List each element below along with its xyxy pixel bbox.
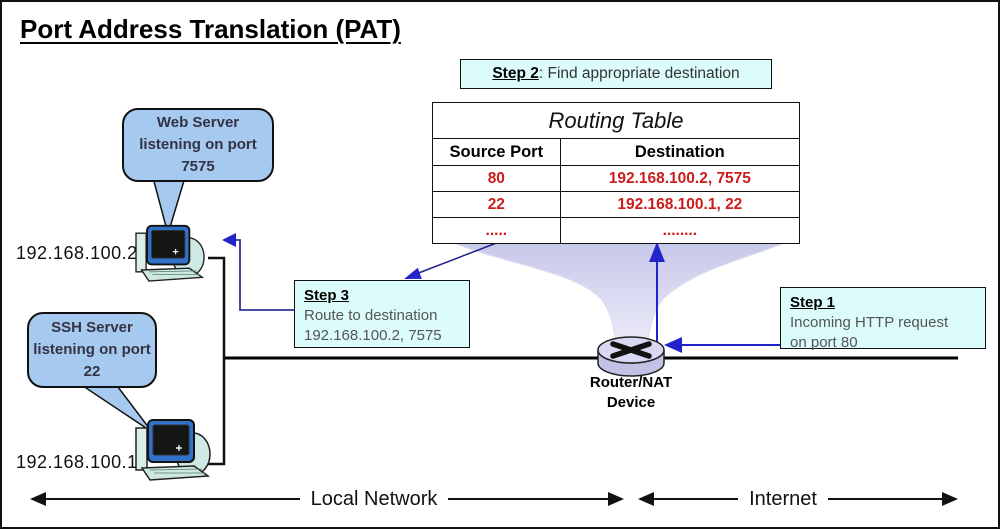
step2-label: Step 2 [492,64,539,82]
computer-icon [135,419,211,481]
nat-funnel-shape [448,240,791,344]
step1-line1: Incoming HTTP request [790,313,949,331]
cell-destination: 192.168.100.1, 22 [559,191,801,218]
col-header-destination: Destination [559,138,801,166]
arrow-router-to-table [649,242,665,346]
routing-table-title: Routing Table [432,102,800,139]
router-label: Router/NAT Device [589,374,673,411]
table-row: 22 192.168.100.1, 22 [432,191,801,218]
cell-source-port: 22 [432,191,561,218]
web-server-callout-text: Web Server listening on port 7575 [139,114,257,175]
ssh-server-callout-text: SSH Server listening on port 22 [33,319,151,380]
step3-label: Step 3 [304,287,350,304]
cell-destination: ........ [559,217,801,244]
step3-line1: Route to destination [304,306,438,324]
arrow-step3-to-host [222,233,294,311]
arrow-step1-to-router [664,337,780,353]
step1-callout: Step 1 Incoming HTTP request on port 80 [780,287,986,351]
routing-table: Routing Table Source Port Destination 80… [432,102,801,244]
arrow-table-to-step3 [404,241,500,279]
host-connector-line [208,256,226,466]
host-ip-label-ssh: 192.168.100.1 [16,452,138,472]
step3-callout: Step 3 Route to destination 192.168.100.… [294,280,470,348]
routing-table-header-row: Source Port Destination [432,138,801,166]
cell-source-port: ..... [432,217,561,244]
cell-destination: 192.168.100.2, 7575 [559,165,801,192]
step1-line2: on port 80 [790,333,858,351]
internet-label: Internet [738,488,828,511]
page-title: Port Address Translation (PAT) [20,14,401,44]
local-network-label: Local Network [300,488,448,511]
ssh-server-callout: SSH Server listening on port 22 [27,312,157,388]
host-ip-label-web: 192.168.100.2 [16,243,138,263]
step2-text: : Find appropriate destination [538,64,740,82]
web-server-callout: Web Server listening on port 7575 [122,108,274,182]
table-row: ..... ........ [432,217,801,244]
table-row: 80 192.168.100.2, 7575 [432,165,801,192]
cell-source-port: 80 [432,165,561,192]
computer-icon [135,224,206,282]
col-header-source-port: Source Port [432,138,561,166]
step3-line2: 192.168.100.2, 7575 [304,326,442,344]
step2-callout: Step 2: Find appropriate destination [460,59,772,89]
step1-label: Step 1 [790,294,836,311]
router-icon [597,336,665,377]
